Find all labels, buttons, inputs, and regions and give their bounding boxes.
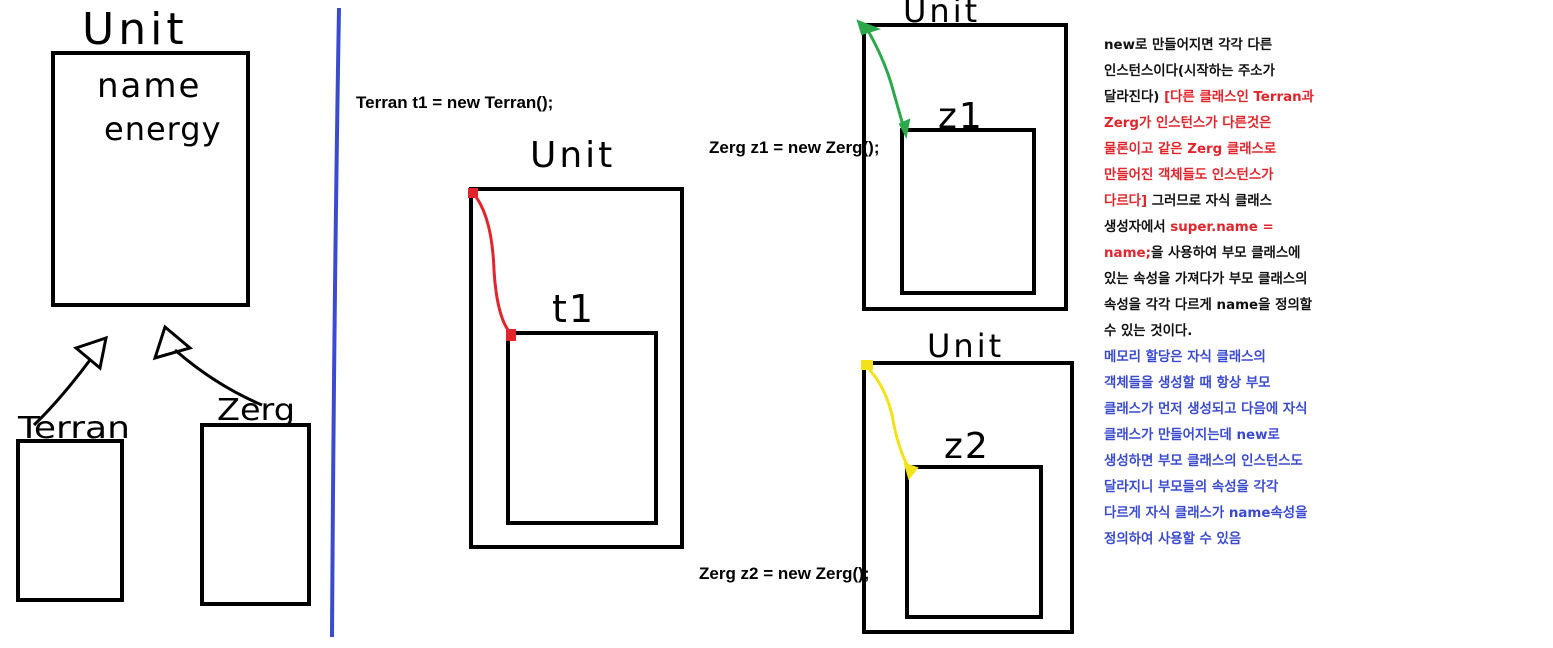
code-t1: Terran t1 = new Terran();: [356, 93, 554, 112]
z1-parent-instance-box: [862, 23, 1068, 311]
notes-paragraph-1-intro: new로 만들어지면 각각 다른 인스턴스이다(시작하는 주소가 달라진다): [1104, 38, 1275, 105]
inheritance-arrow-zerg: [174, 348, 263, 407]
parent-class-box: [51, 51, 250, 307]
notes-paragraph-1-code: super.name = name;: [1104, 220, 1274, 261]
z2-pointer-end: [903, 462, 919, 481]
z2-memory-diagram: Unit z2: [861, 327, 1074, 634]
z2-outer-label: Unit: [927, 327, 1004, 365]
t1-outer-label: Unit: [530, 135, 615, 176]
z1-pointer: [864, 26, 907, 133]
explanation-notes: new로 만들어지면 각각 다른 인스턴스이다(시작하는 주소가 달라진다) […: [1104, 33, 1319, 553]
child-class-terran-box: [16, 439, 124, 602]
z2-child-instance-box: [905, 465, 1043, 619]
notes-paragraph-1-end: 을 사용하여 부모 클래스에 있는 속성을 가져다가 부모 클래스의 속성을 각…: [1104, 246, 1313, 339]
z1-pointer-end: [898, 118, 911, 140]
t1-inner-label: t1: [552, 287, 595, 331]
t1-pointer: [471, 192, 514, 337]
parent-field-energy: energy: [104, 110, 222, 148]
notes-paragraph-1-highlight: [다른 클래스인 Terran과 Zerg가 인스턴스가 다른것은 물론이고 같…: [1104, 90, 1314, 209]
z2-pointer: [864, 364, 912, 471]
class-hierarchy-diagram: Unit name energy Terran Zerg: [16, 4, 311, 606]
inheritance-arrowhead-terran: [72, 335, 108, 371]
inheritance-arrowhead-zerg: [152, 324, 194, 361]
t1-pointer-start: [468, 188, 478, 198]
z2-parent-instance-box: [862, 361, 1074, 634]
z2-pointer-start: [861, 360, 873, 370]
child-class-zerg-box: [200, 423, 311, 606]
notes-paragraph-1-continued: 그러므로 자식 클래스 생성자에서: [1104, 194, 1272, 235]
parent-field-name: name: [97, 66, 201, 106]
notes-paragraph-2: 메모리 할당은 자식 클래스의 객체들을 생성할 때 항상 부모 클래스가 먼저…: [1104, 350, 1308, 547]
z2-inner-label: z2: [944, 426, 990, 467]
t1-memory-diagram: Unit t1: [468, 135, 684, 549]
z1-child-instance-box: [900, 128, 1036, 295]
code-z2: Zerg z2 = new Zerg();: [699, 564, 870, 583]
parent-class-title: Unit: [82, 4, 188, 55]
z1-pointer-start: [856, 19, 881, 36]
inheritance-arrow-terran: [32, 359, 92, 427]
code-z1: Zerg z1 = new Zerg();: [709, 138, 880, 157]
t1-pointer-end: [506, 329, 516, 341]
divider-line: [330, 7, 341, 638]
t1-child-instance-box: [506, 331, 658, 525]
z1-memory-diagram: Unit z1: [856, 0, 1068, 311]
child-class-zerg-label: Zerg: [217, 393, 295, 428]
t1-parent-instance-box: [469, 187, 684, 549]
